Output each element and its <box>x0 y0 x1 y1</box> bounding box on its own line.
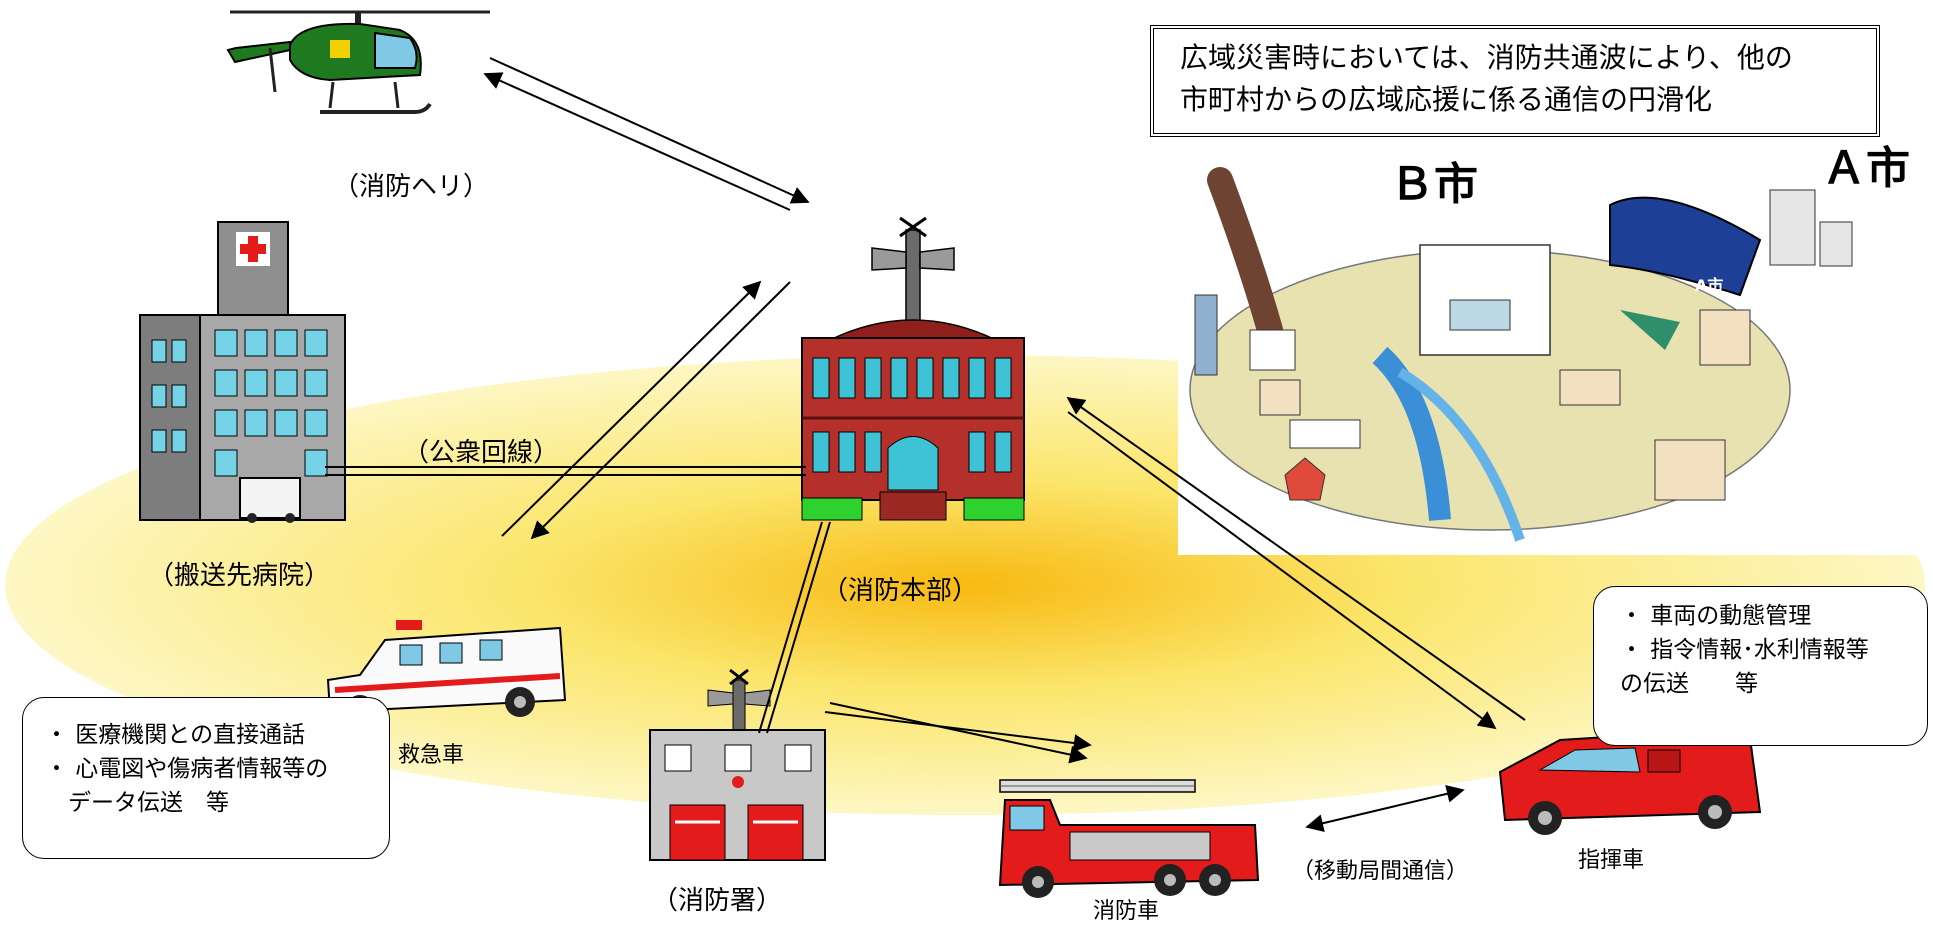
ambulance-label: 救急車 <box>398 743 465 768</box>
headquarters-label: （消防本部） <box>822 576 979 606</box>
a-city-van-label: A市 <box>1695 276 1724 295</box>
command-vehicle-icon <box>1498 733 1762 835</box>
notice-line-1: 広域災害時においては、消防共通波により、他の <box>1180 41 1793 74</box>
headquarters-icon <box>801 216 1025 521</box>
city-b-label: Ｂ市 <box>1390 159 1478 210</box>
command-callout-line: ・ 車両の動態管理 <box>1620 603 1812 629</box>
fire-engine-label: 消防車 <box>1093 899 1160 924</box>
city-a-label: Ａ市 <box>1822 143 1910 194</box>
notice-line-2: 市町村からの広域応援に係る通信の円滑化 <box>1180 83 1713 116</box>
ambulance-callout-line: データ伝送 等 <box>45 790 229 816</box>
fire-engine-icon <box>998 779 1260 898</box>
public-line-label: （公衆回線） <box>403 438 560 468</box>
ambulance-callout-line: ・ 心電図や傷病者情報等の <box>45 756 329 782</box>
fire-station-icon <box>649 668 826 861</box>
notice-box: 広域災害時においては、消防共通波により、他の 市町村からの広域応援に係る通信の円… <box>1150 25 1880 137</box>
helicopter-icon <box>226 10 490 114</box>
helicopter-label: （消防ヘリ） <box>333 172 490 202</box>
command-vehicle-label: 指揮車 <box>1578 848 1645 873</box>
command-callout-line: ・ 指令情報･水利情報等 <box>1620 637 1869 663</box>
command-callout: ・ 車両の動態管理 ・ 指令情報･水利情報等 の伝送 等 <box>1593 586 1928 746</box>
ambulance-callout-line: ・ 医療機関との直接通話 <box>45 722 306 748</box>
hospital-label: （搬送先病院） <box>148 561 331 591</box>
hospital-icon <box>139 221 346 523</box>
mobile-comm-label: （移動局間通信） <box>1292 859 1469 884</box>
connectors <box>325 57 1526 833</box>
ambulance-callout: ・ 医療機関との直接通話 ・ 心電図や傷病者情報等の データ伝送 等 <box>22 697 390 859</box>
disaster-illustration <box>1178 167 1933 555</box>
fire-station-label: （消防署） <box>652 886 783 916</box>
command-callout-line: の伝送 等 <box>1620 671 1758 697</box>
